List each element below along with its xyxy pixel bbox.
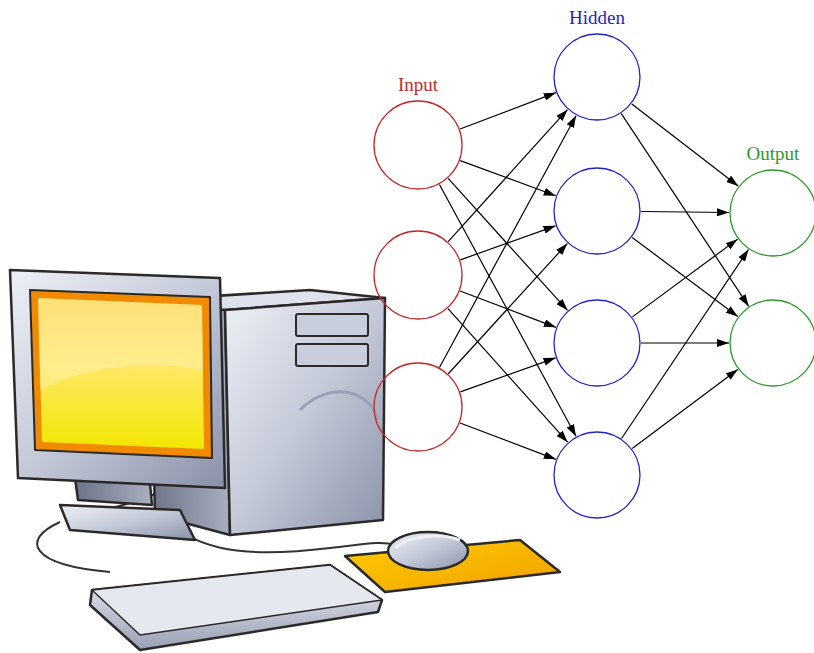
- neuron-circle: [730, 170, 814, 256]
- output-neuron: [729, 299, 814, 387]
- monitor: [10, 270, 225, 540]
- layer-heading: Hidden: [567, 8, 627, 29]
- input-neuron: [373, 362, 463, 452]
- weight-arrow: [448, 243, 567, 373]
- output-neuron: Output: [729, 169, 814, 257]
- layer-heading: Input: [396, 75, 440, 96]
- keyboard-top: [92, 565, 382, 635]
- neuron-outline: [553, 431, 641, 519]
- neuron-circle: [554, 34, 640, 120]
- weight-arrow: [460, 226, 555, 260]
- weight-arrow: [641, 212, 729, 213]
- tower-front: [225, 298, 385, 535]
- hidden-neuron: [553, 431, 641, 519]
- keyboard: [90, 565, 382, 650]
- weight-arrow: [448, 309, 568, 443]
- neuron-outline: [373, 230, 463, 320]
- neuron-outline: [553, 33, 641, 121]
- neuron-circle: [554, 432, 640, 518]
- neuron-circle: [730, 300, 814, 386]
- keyboard-body: [90, 565, 382, 650]
- weight-arrow: [460, 161, 555, 196]
- weight-arrow: [460, 93, 556, 129]
- weight-arrow: [632, 104, 738, 186]
- mouse-body: [388, 532, 468, 570]
- neuron-outline: [553, 299, 641, 387]
- hidden-neuron: [553, 167, 641, 255]
- neuron-circle: [374, 363, 462, 451]
- screen-frame: [30, 290, 212, 458]
- weight-arrow: [448, 110, 567, 242]
- neuron-outline: [373, 100, 463, 190]
- input-neuron: [373, 230, 463, 320]
- weight-arrow: [632, 237, 738, 316]
- drive-bay: [296, 314, 368, 336]
- weight-arrow: [632, 239, 737, 317]
- input-neuron: Input: [373, 100, 463, 190]
- monitor-bezel: [10, 270, 225, 488]
- mouse: [345, 532, 560, 592]
- mouse-shine: [395, 536, 460, 548]
- weight-arrow: [448, 178, 567, 310]
- hidden-neuron: [553, 299, 641, 387]
- drive-bay: [296, 344, 368, 366]
- layer-heading: Output: [745, 144, 802, 165]
- neuron-circle: [374, 101, 462, 189]
- hidden-neuron: Hidden: [553, 33, 641, 121]
- weight-arrow: [632, 369, 738, 448]
- neuron-outline: [729, 169, 814, 257]
- neuron-circle: [554, 168, 640, 254]
- weight-arrow: [460, 358, 555, 392]
- neuron-circle: [554, 300, 640, 386]
- neuron-outline: [729, 299, 814, 387]
- monitor-base: [60, 505, 195, 540]
- weight-arrow: [460, 423, 556, 459]
- neuron-outline: [553, 167, 641, 255]
- screen-glare: [38, 298, 203, 390]
- neuron-outline: [373, 362, 463, 452]
- tower-shine: [300, 392, 378, 420]
- screen: [38, 298, 204, 449]
- neuron-circle: [374, 231, 462, 319]
